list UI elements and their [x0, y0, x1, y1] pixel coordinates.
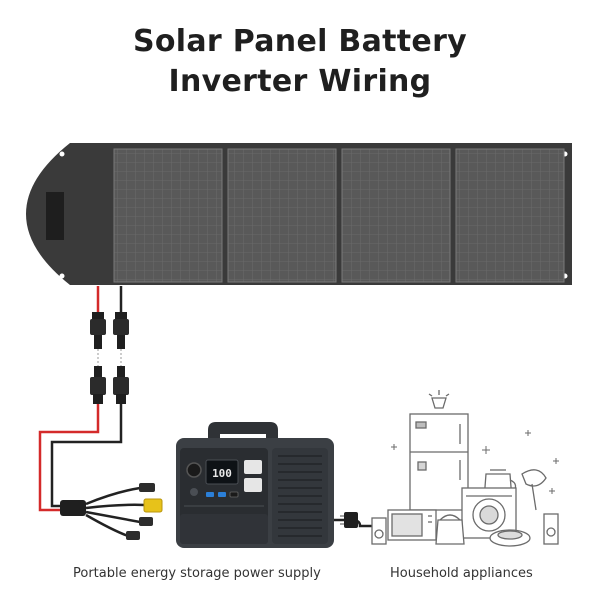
dc-input-port — [186, 462, 202, 478]
black-extension-wire — [50, 404, 123, 508]
ac-outlet — [244, 478, 262, 492]
extension-cables — [38, 404, 123, 512]
mc4-connectors-upper — [90, 312, 129, 349]
station-base — [180, 514, 268, 544]
caption-power-station: Portable energy storage power supply — [73, 566, 321, 581]
lcd-readout: 100 — [212, 467, 232, 480]
rice-cooker-icon — [435, 514, 465, 545]
power-button — [190, 488, 198, 496]
grommet — [59, 151, 65, 157]
ac-output-cable — [334, 512, 372, 528]
splitter-cable — [60, 483, 163, 540]
hair-dryer-icon — [521, 469, 547, 511]
connector-gap-indicator — [97, 349, 122, 366]
red-extension-wire — [38, 404, 100, 512]
lcd-display — [205, 459, 239, 485]
grommet — [59, 273, 65, 279]
title-line-1: Solar Panel Battery — [132, 24, 468, 59]
sparkle-icon — [391, 430, 559, 494]
vent-grille — [278, 455, 322, 537]
solar-cell-panel — [113, 148, 223, 283]
panel-leads — [96, 286, 123, 314]
splitter-hub — [60, 500, 86, 516]
junction-box — [46, 192, 64, 240]
solar-cell-panel — [455, 148, 565, 283]
usb-port — [206, 492, 214, 497]
speaker-icon — [371, 513, 559, 545]
refrigerator-icon — [409, 413, 469, 511]
ac-outlet — [244, 460, 262, 474]
solar-cell-panel — [227, 148, 337, 283]
lamp-icon — [428, 390, 450, 409]
station-handle — [208, 422, 278, 446]
solar-cell-panel — [341, 148, 451, 283]
household-appliances — [371, 390, 559, 547]
diagram-title: Solar Panel Battery Inverter Wiring — [0, 22, 600, 102]
caption-household-appliances: Household appliances — [390, 566, 533, 581]
microwave-icon — [387, 509, 437, 541]
usb-port — [229, 491, 239, 498]
ac-plug — [344, 512, 358, 528]
title-line-2: Inverter Wiring — [168, 64, 432, 99]
mc4-connectors-lower — [90, 366, 129, 404]
xt60-connector — [143, 498, 163, 513]
solar-panel — [26, 143, 572, 285]
vacuum-robot-icon — [489, 529, 531, 547]
usb-port — [218, 492, 226, 497]
portable-power-station: 100 — [176, 422, 334, 548]
